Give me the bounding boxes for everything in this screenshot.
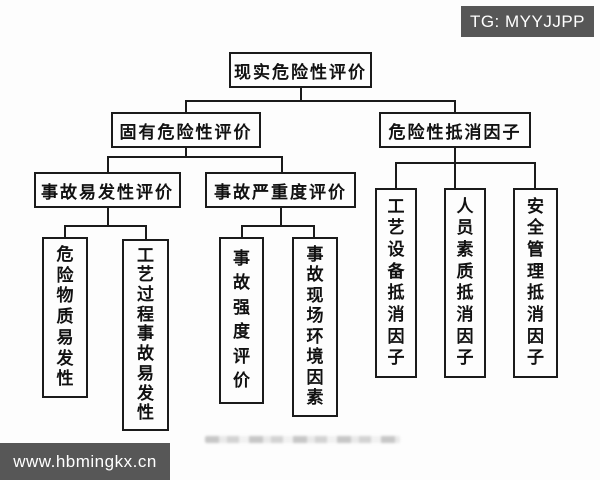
watermark-telegram-badge: TG: MYYJJPP xyxy=(461,6,594,37)
connector-line xyxy=(64,225,66,237)
connector-line xyxy=(241,225,243,237)
node-hazardous-material-proneness: 危险物质易发性 xyxy=(42,237,88,398)
node-accident-proneness-evaluation: 事故易发性评价 xyxy=(34,172,181,208)
connector-line xyxy=(300,88,302,101)
connector-line xyxy=(107,208,109,227)
connector-line xyxy=(395,162,397,188)
node-actual-risk-evaluation: 现实危险性评价 xyxy=(229,52,372,88)
connector-line xyxy=(454,148,456,188)
node-inherent-risk-evaluation: 固有危险性评价 xyxy=(111,112,261,148)
connector-line xyxy=(185,100,456,102)
node-process-equipment-offset-factor: 工艺设备抵消因子 xyxy=(375,188,417,378)
connector-line xyxy=(241,225,315,227)
faded-caption-remnant xyxy=(205,436,400,443)
connector-line xyxy=(64,225,147,227)
connector-line xyxy=(454,100,456,112)
connector-line xyxy=(107,156,109,172)
node-safety-management-offset-factor: 安全管理抵消因子 xyxy=(513,188,558,378)
connector-line xyxy=(185,148,187,158)
node-accident-severity-evaluation: 事故严重度评价 xyxy=(205,172,356,208)
node-personnel-quality-offset-factor: 人员素质抵消因子 xyxy=(444,188,486,378)
connector-line xyxy=(395,162,536,164)
node-accident-intensity-evaluation: 事故强度评价 xyxy=(219,237,264,404)
connector-line xyxy=(107,156,283,158)
node-process-accident-proneness: 工艺过程事故易发性 xyxy=(122,239,169,431)
node-accident-scene-environment-factors: 事故现场环境因素 xyxy=(292,237,338,417)
connector-line xyxy=(280,208,282,227)
node-risk-offset-factors: 危险性抵消因子 xyxy=(379,112,531,148)
connector-line xyxy=(281,156,283,172)
connector-line xyxy=(534,162,536,188)
connector-line xyxy=(185,100,187,112)
watermark-website-badge: www.hbmingkx.cn xyxy=(0,443,170,480)
connector-line xyxy=(313,225,315,237)
connector-line xyxy=(145,225,147,239)
